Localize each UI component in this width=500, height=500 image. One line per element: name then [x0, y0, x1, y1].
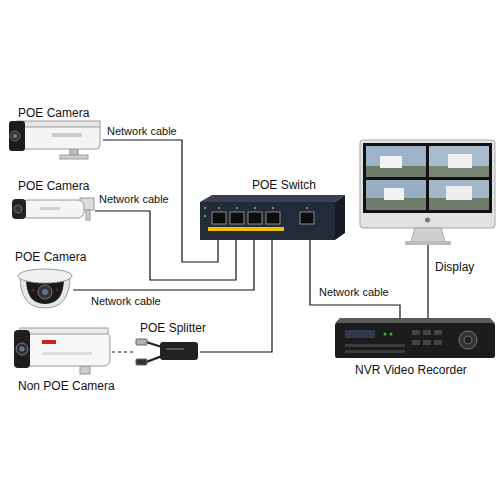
network-cable	[200, 240, 272, 352]
cable-label: Network cable	[98, 193, 170, 206]
camera-node: POE Camera	[8, 120, 103, 160]
camera-node: POE Camera	[18, 268, 73, 310]
power-cable	[112, 351, 135, 352]
bullet-camera	[14, 328, 110, 374]
device-label: Display	[435, 260, 474, 274]
network-cable	[427, 245, 428, 318]
network-cable	[95, 211, 236, 280]
monitor	[360, 140, 495, 245]
network-cable	[73, 240, 254, 290]
bullet-camera	[9, 121, 100, 159]
cable-label: Network cable	[106, 125, 178, 138]
device-label: POE Camera	[18, 106, 89, 120]
poe-splitter	[136, 339, 198, 365]
camera-node: POE Camera	[10, 195, 95, 227]
bullet-camera	[12, 198, 94, 220]
device-label: Non POE Camera	[18, 379, 115, 393]
monitor-node: Display	[360, 140, 495, 245]
cable-label: Network cable	[318, 286, 390, 299]
recorder-node: NVR Video Recorder	[335, 318, 495, 358]
poe-switch	[200, 195, 345, 240]
device-label: POE Splitter	[140, 321, 206, 335]
device-label: POE Switch	[252, 178, 316, 192]
dome-camera	[18, 269, 72, 308]
device-label: POE Camera	[18, 179, 89, 193]
nvr-recorder	[335, 318, 495, 358]
device-label: NVR Video Recorder	[355, 363, 467, 377]
device-label: POE Camera	[15, 250, 86, 264]
network-cable	[310, 240, 400, 318]
cable-label: Network cable	[90, 295, 162, 308]
camera-node: Non POE Camera	[12, 325, 112, 375]
splitter-node: POE Splitter	[135, 338, 200, 366]
switch-node: POE Switch	[200, 195, 345, 240]
